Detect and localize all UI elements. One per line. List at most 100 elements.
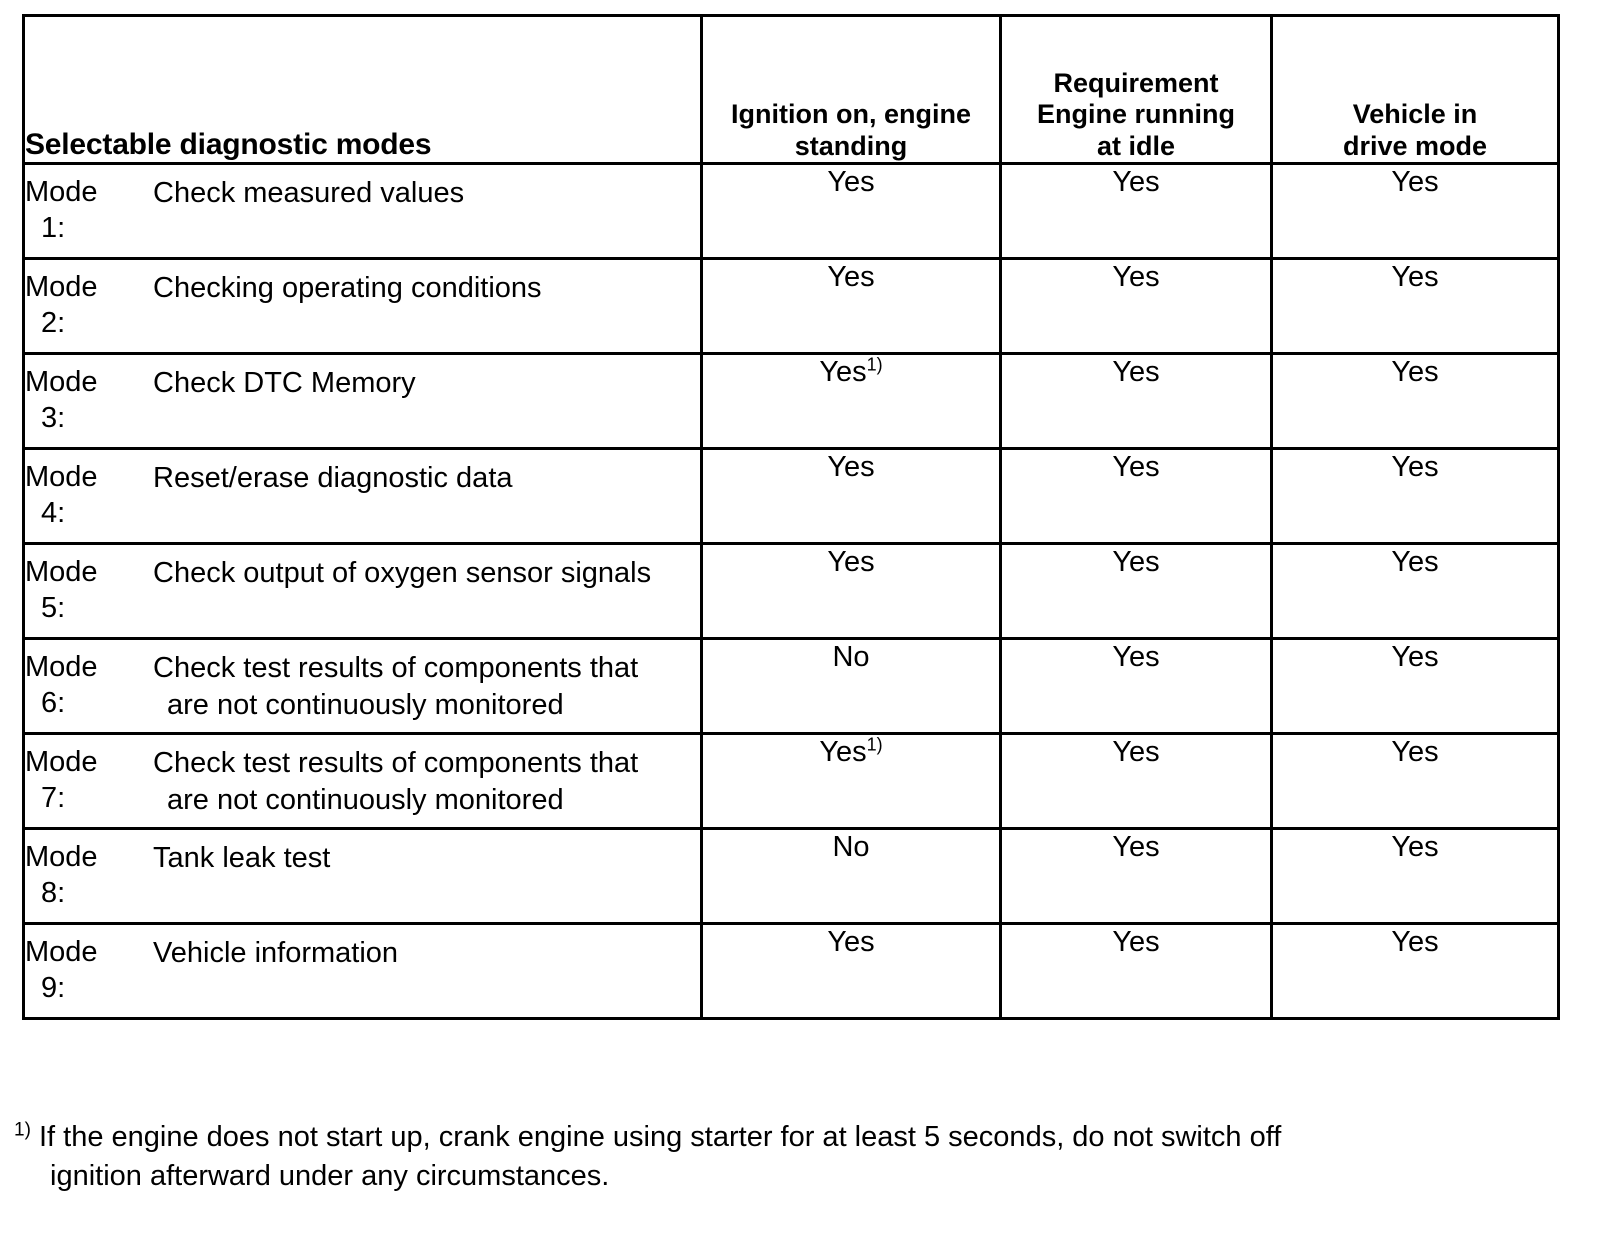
value-engine-running-at-idle: Yes bbox=[999, 447, 1273, 545]
value-engine-running-at-idle: Yes bbox=[999, 542, 1273, 640]
mode-word: Mode bbox=[25, 366, 98, 398]
header-ignition-line1: Ignition on, engine bbox=[731, 99, 971, 130]
value-vehicle-in-drive-mode: Yes bbox=[1270, 827, 1560, 925]
header-requirement-group: Requirement bbox=[1053, 68, 1219, 99]
mode-description-line1: Check test results of components that bbox=[153, 652, 639, 684]
value-vehicle-in-drive-mode: Yes bbox=[1270, 637, 1560, 735]
value-text: Yes bbox=[819, 736, 867, 768]
table-header-row: Selectable diagnostic modes Ignition on,… bbox=[22, 14, 1560, 165]
header-selectable-diagnostic-modes: Selectable diagnostic modes bbox=[22, 14, 703, 165]
value-vehicle-in-drive-mode: Yes bbox=[1270, 257, 1560, 355]
value-text: Yes bbox=[827, 166, 875, 198]
footnote-line1: If the engine does not start up, crank e… bbox=[38, 1121, 1282, 1153]
footnote-marker: 1) bbox=[14, 1119, 31, 1141]
value-engine-running-at-idle: Yes bbox=[999, 352, 1273, 450]
mode-description: Vehicle information bbox=[153, 925, 700, 972]
value-text: Yes bbox=[1391, 736, 1439, 768]
value-engine-running-at-idle: Yes bbox=[999, 162, 1273, 260]
header-idle-line1: Engine running bbox=[1037, 99, 1235, 130]
footnote-reference: 1) bbox=[866, 354, 883, 375]
header-ignition-on-engine-standing: Ignition on, engine standing bbox=[700, 14, 1002, 165]
mode-number: 6: bbox=[41, 686, 66, 719]
value-ignition-on-engine-standing: Yes bbox=[700, 162, 1002, 260]
mode-description: Checking operating conditions bbox=[153, 260, 700, 307]
header-idle-line2: at idle bbox=[1096, 130, 1176, 161]
diagnostic-modes-table: Selectable diagnostic modes Ignition on,… bbox=[22, 14, 1560, 1020]
value-engine-running-at-idle: Yes bbox=[999, 922, 1273, 1020]
mode-number: 9: bbox=[41, 971, 66, 1004]
mode-description: Check test results of components that are… bbox=[153, 640, 700, 723]
mode-description-line1: Reset/erase diagnostic data bbox=[153, 462, 513, 494]
value-vehicle-in-drive-mode: Yes bbox=[1270, 162, 1560, 260]
value-text: Yes bbox=[1112, 831, 1160, 863]
mode-number: 8: bbox=[41, 876, 66, 909]
mode-description-line2: are not continuously monitored bbox=[167, 688, 564, 721]
value-text: Yes bbox=[1112, 736, 1160, 768]
header-vehicle-in-drive-mode: Vehicle in drive mode bbox=[1270, 14, 1560, 165]
mode-description: Check output of oxygen sensor signals bbox=[153, 545, 700, 592]
mode-description-line1: Checking operating conditions bbox=[153, 272, 542, 304]
value-text: No bbox=[832, 831, 870, 863]
mode-description-line1: Check output of oxygen sensor signals bbox=[153, 557, 652, 589]
mode-word: Mode bbox=[25, 271, 98, 303]
mode-number: 5: bbox=[41, 591, 66, 624]
value-text: No bbox=[832, 641, 870, 673]
header-drive-line1: Vehicle in bbox=[1352, 99, 1478, 130]
mode-description: Check DTC Memory bbox=[153, 355, 700, 402]
mode-word: Mode bbox=[25, 461, 98, 493]
value-text: Yes bbox=[1391, 356, 1439, 388]
value-ignition-on-engine-standing: Yes bbox=[700, 447, 1002, 545]
value-ignition-on-engine-standing: Yes bbox=[700, 542, 1002, 640]
mode-word: Mode bbox=[25, 936, 98, 968]
value-text: Yes bbox=[827, 451, 875, 483]
value-text: Yes bbox=[1112, 356, 1160, 388]
value-text: Yes bbox=[1112, 166, 1160, 198]
mode-description: Check measured values bbox=[153, 165, 700, 212]
footnote-reference: 1) bbox=[866, 734, 883, 755]
value-ignition-on-engine-standing: No bbox=[700, 827, 1002, 925]
mode-number: 2: bbox=[41, 306, 66, 339]
value-text: Yes bbox=[1391, 166, 1439, 198]
value-vehicle-in-drive-mode: Yes bbox=[1270, 352, 1560, 450]
value-text: Yes bbox=[1391, 261, 1439, 293]
mode-description: Tank leak test bbox=[153, 830, 700, 877]
mode-number: 7: bbox=[41, 781, 66, 814]
mode-description: Reset/erase diagnostic data bbox=[153, 450, 700, 497]
mode-word: Mode bbox=[25, 841, 98, 873]
value-text: Yes bbox=[827, 261, 875, 293]
value-engine-running-at-idle: Yes bbox=[999, 827, 1273, 925]
value-vehicle-in-drive-mode: Yes bbox=[1270, 542, 1560, 640]
value-text: Yes bbox=[827, 546, 875, 578]
value-text: Yes bbox=[1391, 641, 1439, 673]
value-vehicle-in-drive-mode: Yes bbox=[1270, 732, 1560, 830]
value-engine-running-at-idle: Yes bbox=[999, 732, 1273, 830]
value-text: Yes bbox=[1112, 261, 1160, 293]
mode-word: Mode bbox=[25, 746, 98, 778]
mode-description-line1: Check measured values bbox=[153, 177, 465, 209]
mode-number: 3: bbox=[41, 401, 66, 434]
mode-word: Mode bbox=[25, 176, 98, 208]
header-engine-running-at-idle: Requirement Engine running at idle bbox=[999, 14, 1273, 165]
